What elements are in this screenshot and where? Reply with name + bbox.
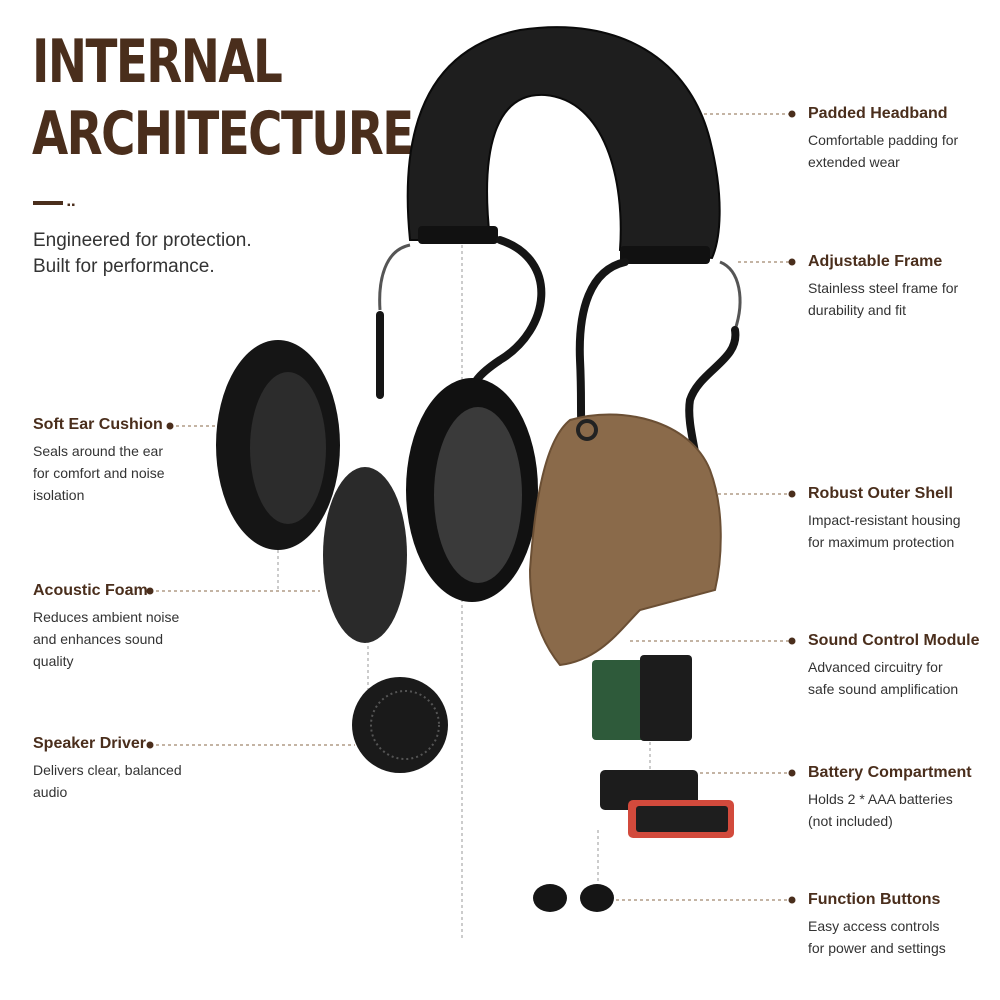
desc-line: for comfort and noise (33, 465, 165, 481)
label-battery-compartment: Battery Compartment Holds 2 * AAA batter… (808, 764, 1000, 832)
label-speaker-driver: Speaker Driver Delivers clear, balanced … (33, 735, 233, 803)
label-name: Battery Compartment (808, 764, 972, 781)
label-desc: Comfortable padding for extended wear (808, 129, 1000, 173)
desc-line: Comfortable padding for (808, 132, 959, 148)
label-name: Padded Headband (808, 105, 948, 122)
desc-line: Reduces ambient noise (33, 609, 180, 625)
desc-line: Advanced circuitry for (808, 659, 943, 675)
tagline: Engineered for protection. Built for per… (33, 228, 293, 280)
desc-line: audio (33, 784, 68, 800)
label-adjustable-frame: Adjustable Frame Stainless steel frame f… (808, 253, 1000, 321)
label-robust-outer-shell: Robust Outer Shell Impact-resistant hous… (808, 485, 1000, 553)
label-name: Sound Control Module (808, 632, 980, 649)
desc-line: durability and fit (808, 302, 907, 318)
label-desc: Reduces ambient noise and enhances sound… (33, 606, 233, 672)
label-name: Acoustic Foam (33, 582, 148, 599)
desc-line: Holds 2 * AAA batteries (808, 791, 953, 807)
sound-control-housing (640, 655, 692, 741)
desc-line: for maximum protection (808, 534, 955, 550)
label-desc: Holds 2 * AAA batteries (not included) (808, 788, 1000, 832)
desc-line: safe sound amplification (808, 681, 959, 697)
label-padded-headband: Padded Headband Comfortable padding for … (808, 105, 1000, 173)
speaker-grille (370, 690, 440, 760)
desc-line: Stainless steel frame for (808, 280, 959, 296)
desc-line: Impact-resistant housing (808, 512, 961, 528)
headband-clip-left (418, 226, 498, 244)
wire-arms (376, 236, 740, 544)
cushion-ring-inner (434, 407, 522, 583)
label-name: Function Buttons (808, 891, 941, 908)
desc-line: quality (33, 653, 74, 669)
label-desc: Delivers clear, balanced audio (33, 759, 233, 803)
label-desc: Easy access controls for power and setti… (808, 915, 1000, 959)
label-name: Speaker Driver (33, 735, 146, 752)
label-soft-ear-cushion: Soft Ear Cushion Seals around the ear fo… (33, 416, 233, 506)
acoustic-foam (323, 467, 407, 643)
label-function-buttons: Function Buttons Easy access controls fo… (808, 891, 1000, 959)
desc-line: extended wear (808, 154, 900, 170)
label-desc: Stainless steel frame for durability and… (808, 277, 1000, 321)
outer-shell (528, 413, 722, 667)
desc-line: (not included) (808, 813, 893, 829)
headband-pad (406, 26, 721, 260)
label-name: Soft Ear Cushion (33, 416, 163, 433)
function-button-right (580, 884, 614, 912)
label-sound-control-module: Sound Control Module Advanced circuitry … (808, 632, 1000, 700)
desc-line: Easy access controls (808, 918, 940, 934)
desc-line: for power and settings (808, 940, 946, 956)
title-line-1: INTERNAL (32, 27, 283, 97)
speaker-driver (352, 677, 448, 773)
label-desc: Impact-resistant housing for maximum pro… (808, 509, 1000, 553)
headband-clip-right (620, 246, 710, 264)
leader-dots (146, 110, 796, 904)
desc-line: Delivers clear, balanced (33, 762, 182, 778)
function-button-left (533, 884, 567, 912)
desc-line: and enhances sound (33, 631, 163, 647)
sound-control-board (592, 660, 652, 740)
desc-line: Seals around the ear (33, 443, 163, 459)
label-name: Robust Outer Shell (808, 485, 953, 502)
label-name: Adjustable Frame (808, 253, 943, 270)
desc-line: isolation (33, 487, 85, 503)
label-desc: Advanced circuitry for safe sound amplif… (808, 656, 1000, 700)
ear-cushion-inner (250, 372, 326, 524)
label-desc: Seals around the ear for comfort and noi… (33, 440, 233, 506)
tagline-line-2: Built for performance. (33, 256, 215, 277)
title-underline (33, 201, 63, 205)
tagline-line-1: Engineered for protection. (33, 230, 252, 251)
battery-door-cover (636, 806, 728, 832)
shell-mount-ring (576, 419, 598, 441)
label-acoustic-foam: Acoustic Foam Reduces ambient noise and … (33, 582, 233, 672)
steel-frame (378, 243, 742, 331)
title-underline-dots: ▪▪ (67, 200, 77, 211)
